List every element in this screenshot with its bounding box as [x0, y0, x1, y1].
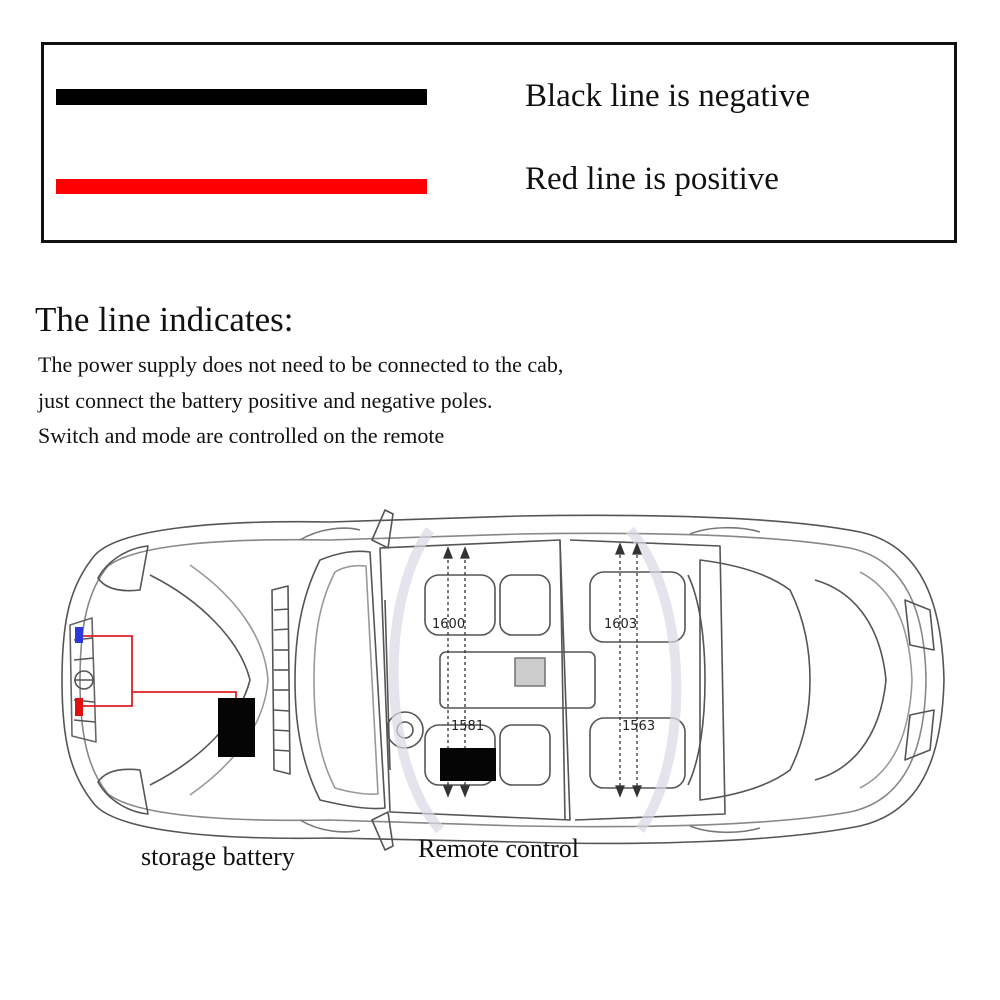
front-light-red	[75, 698, 83, 716]
front-light-blue	[75, 627, 83, 643]
note-line-2: just connect the battery positive and ne…	[38, 388, 493, 413]
note-line-1: The power supply does not need to be con…	[38, 352, 564, 377]
measurement-label-1600: 1600	[432, 617, 465, 632]
measurement-label-1603: 1603	[604, 617, 637, 632]
measurement-label-1581: 1581	[451, 719, 484, 734]
negative-line-label: Black line is negative	[525, 78, 810, 114]
legend-box: Black line is negative Red line is posit…	[41, 42, 957, 243]
battery-label: storage battery	[141, 842, 295, 871]
notes-heading: The line indicates:	[35, 300, 294, 339]
watermark-logo	[388, 526, 682, 834]
measurement-arrows	[443, 542, 642, 798]
battery-icon	[218, 698, 255, 757]
remote-control-label: Remote control	[418, 834, 580, 863]
negative-line-swatch	[56, 89, 427, 105]
note-line-3: Switch and mode are controlled on the re…	[38, 423, 445, 448]
positive-line-label: Red line is positive	[525, 161, 779, 197]
positive-line-swatch	[56, 179, 427, 194]
remote-control-icon	[440, 748, 496, 781]
car-outline-icon	[61, 509, 945, 851]
measurement-label-1563: 1563	[622, 719, 655, 734]
positive-wire	[82, 635, 237, 707]
